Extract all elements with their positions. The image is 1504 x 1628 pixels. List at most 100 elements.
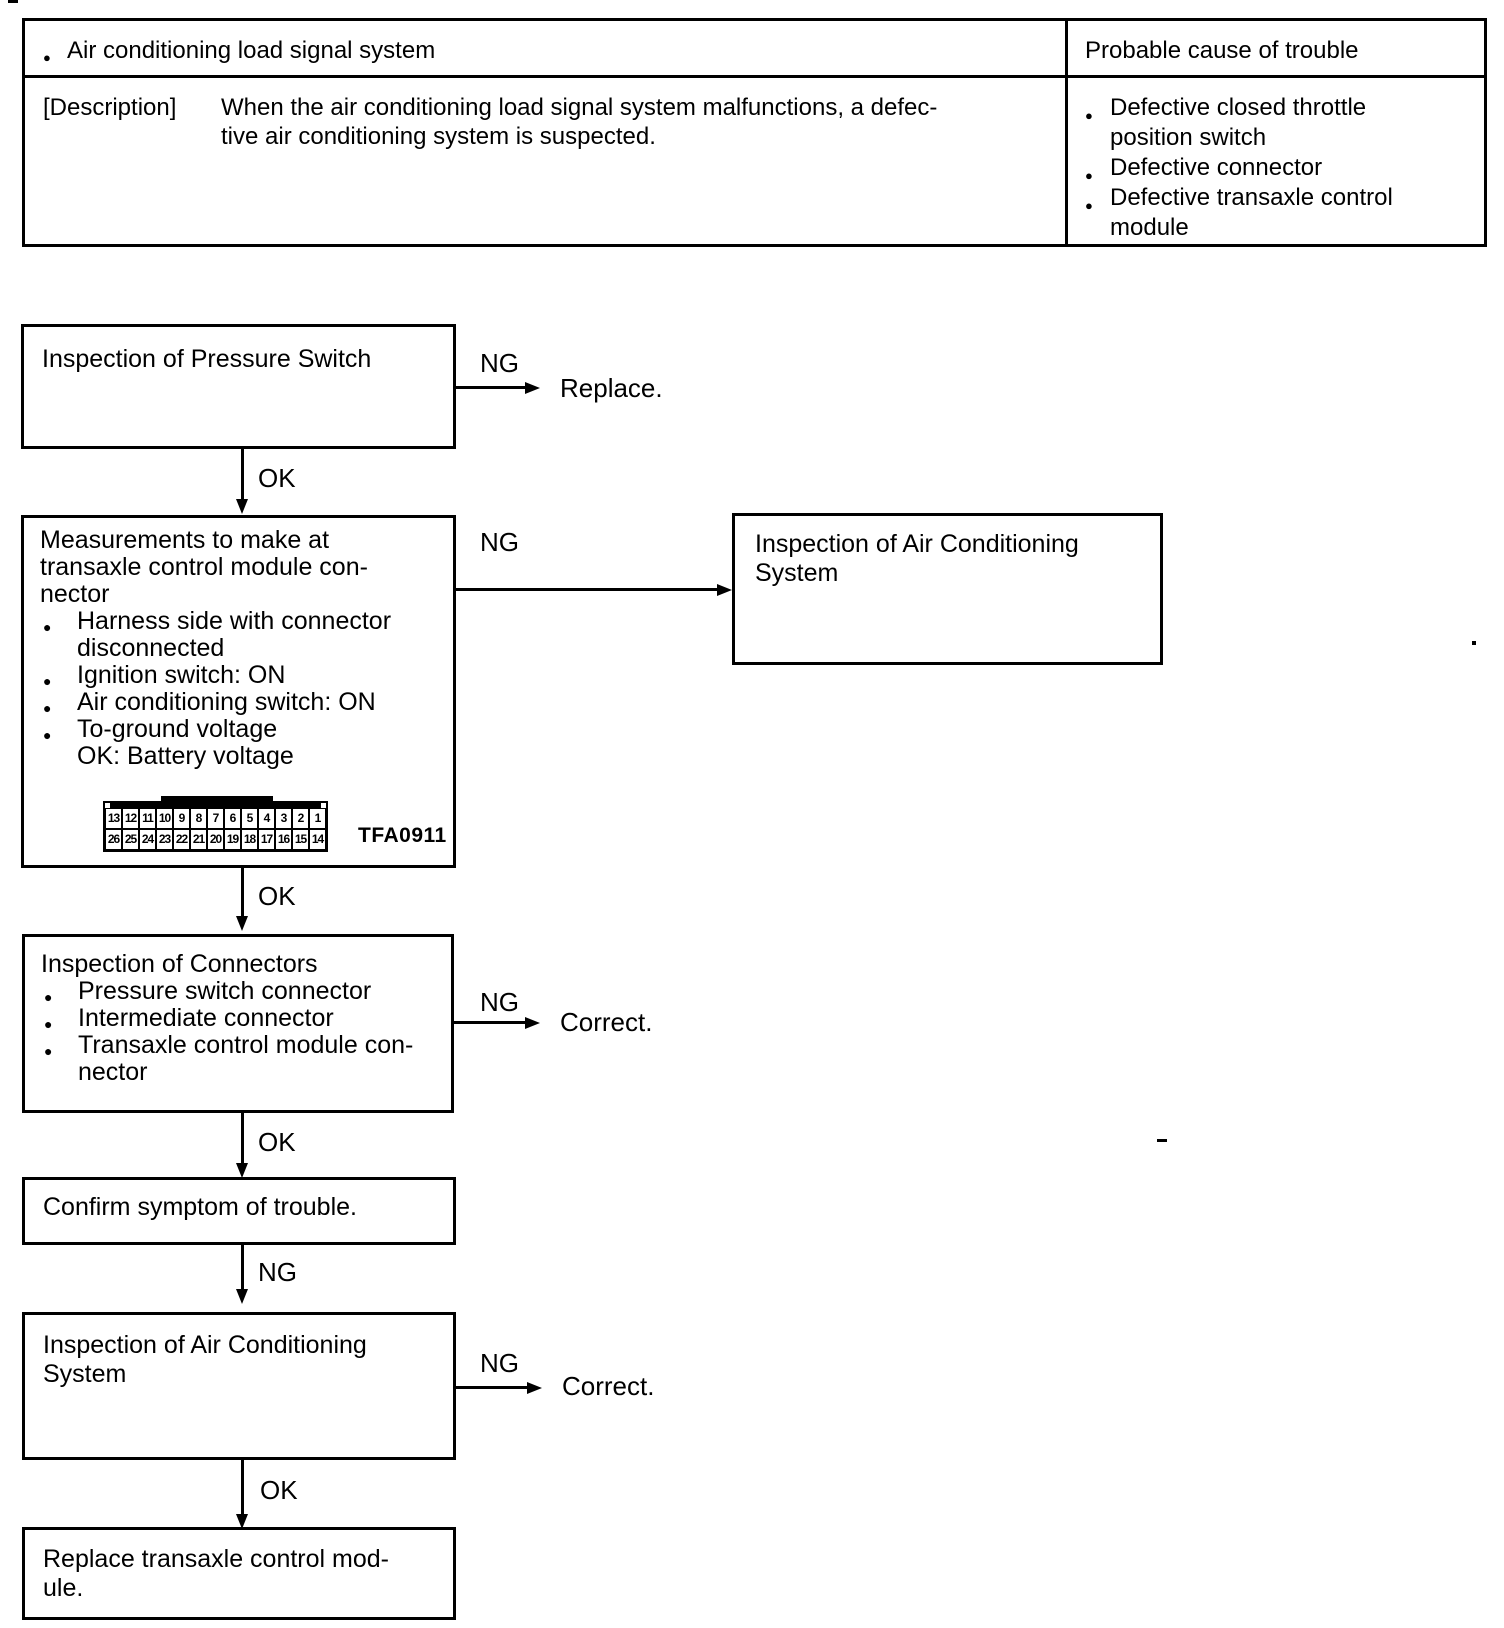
flow-box-text: Inspection of Air Conditioning System	[43, 1331, 367, 1388]
connector-pin: 14	[310, 830, 325, 849]
connector-check-item: Intermediate connector	[41, 1005, 441, 1039]
flow-box-text: Inspection of Air Conditioning System	[755, 530, 1079, 587]
probable-cause-list: Defective closed throttle position switc…	[1085, 93, 1475, 243]
description-label: [Description]	[43, 94, 177, 121]
flow-box-text: Confirm symptom of trouble.	[43, 1193, 357, 1221]
scan-artifact	[8, 0, 18, 3]
connector-pin: 26	[106, 830, 121, 849]
measurement-condition-item: Harness side with connector disconnected	[40, 608, 439, 662]
flow-box-inspect-pressure-switch: Inspection of Pressure Switch	[21, 324, 456, 449]
measurement-condition-item: Ignition switch: ON	[40, 662, 439, 696]
edge-label-ok: OK	[258, 463, 296, 493]
connector-pin: 3	[276, 809, 291, 828]
arrowhead-down-icon	[236, 1514, 248, 1529]
connector-pin: 2	[293, 809, 308, 828]
connector-pin: 19	[225, 830, 240, 849]
connector-pin: 9	[174, 809, 189, 828]
connector-notch	[105, 803, 110, 808]
connector-check-item: Transaxle control module con- nector	[41, 1032, 441, 1086]
connector-pin: 11	[140, 809, 155, 828]
connector-pin: 7	[208, 809, 223, 828]
connector-pin: 1	[310, 809, 325, 828]
table-column-divider	[1065, 21, 1068, 244]
edge-label-ng: NG	[480, 527, 519, 557]
arrow-line	[454, 1021, 526, 1024]
edge-label-ng: NG	[480, 1348, 519, 1378]
connector-pin: 16	[276, 830, 291, 849]
flow-box-replace-tcm: Replace transaxle control mod- ule.	[22, 1527, 456, 1620]
connector-pin: 24	[140, 830, 155, 849]
connector-pin: 6	[225, 809, 240, 828]
arrowhead-right-icon	[527, 1382, 542, 1394]
connector-pin: 17	[259, 830, 274, 849]
connector-check-list: Pressure switch connectorIntermediate co…	[41, 978, 441, 1086]
probable-cause-item: Defective closed throttle position switc…	[1085, 93, 1475, 153]
arrow-line	[241, 868, 244, 918]
arrow-line	[456, 1386, 528, 1389]
arrowhead-right-icon	[525, 382, 540, 394]
flow-box-title: Inspection of Connectors	[41, 950, 318, 978]
arrow-line	[241, 1245, 244, 1291]
probable-cause-item: Defective connector	[1085, 153, 1475, 191]
connector-latch	[161, 796, 273, 803]
connector-pin: 12	[123, 809, 138, 828]
connector-pin: 8	[191, 809, 206, 828]
arrowhead-down-icon	[236, 1163, 248, 1178]
connector-pin: 23	[157, 830, 172, 849]
arrow-line	[241, 1460, 244, 1516]
measurement-condition-item: To-ground voltage OK: Battery voltage	[40, 716, 439, 770]
arrowhead-down-icon	[236, 916, 248, 931]
measurement-condition-item: Air conditioning switch: ON	[40, 689, 439, 723]
figure-code: TFA0911	[358, 824, 447, 847]
connector-pin: 15	[293, 830, 308, 849]
flow-box-inspect-ac-system-ng-branch: Inspection of Air Conditioning System	[732, 513, 1163, 665]
flow-box-text: Replace transaxle control mod- ule.	[43, 1545, 389, 1602]
arrow-line	[241, 449, 244, 501]
summary-table: Air conditioning load signal system Prob…	[22, 18, 1487, 247]
connector-pin: 21	[191, 830, 206, 849]
flow-box-inspect-connectors: Inspection of Connectors Pressure switch…	[22, 934, 454, 1113]
edge-label-ok: OK	[258, 881, 296, 911]
connector-pin: 22	[174, 830, 189, 849]
connector-pin: 10	[157, 809, 172, 828]
table-header-divider	[25, 75, 1484, 78]
connector-pin: 4	[259, 809, 274, 828]
flow-box-confirm-symptom: Confirm symptom of trouble.	[22, 1177, 456, 1245]
description-text: When the air conditioning load signal sy…	[221, 94, 938, 150]
flow-box-text: Inspection of Pressure Switch	[42, 345, 372, 373]
connector-pin: 13	[106, 809, 121, 828]
connector-pin: 20	[208, 830, 223, 849]
connector-pin: 25	[123, 830, 138, 849]
result-correct: Correct.	[562, 1371, 655, 1401]
arrow-line	[241, 1113, 244, 1165]
arrowhead-right-icon	[717, 584, 732, 596]
result-replace: Replace.	[560, 373, 663, 403]
flow-box-measurements: Measurements to make at transaxle contro…	[21, 515, 456, 868]
flow-box-title: Measurements to make at transaxle contro…	[40, 526, 368, 608]
arrow-line	[454, 386, 526, 389]
arrow-line	[454, 588, 718, 591]
system-name-header: Air conditioning load signal system	[43, 36, 435, 72]
edge-label-ok: OK	[260, 1475, 298, 1505]
arrowhead-down-icon	[236, 499, 248, 514]
scan-artifact	[1157, 1139, 1167, 1142]
edge-label-ng: NG	[480, 987, 519, 1017]
connector-pin: 18	[242, 830, 257, 849]
edge-label-ng: NG	[258, 1257, 297, 1287]
connector-check-item: Pressure switch connector	[41, 978, 441, 1012]
arrowhead-down-icon	[236, 1289, 248, 1304]
connector-notch	[321, 803, 326, 808]
connector-pin: 5	[242, 809, 257, 828]
edge-label-ng: NG	[480, 348, 519, 378]
measurement-condition-list: Harness side with connector disconnected…	[40, 608, 439, 770]
arrowhead-right-icon	[525, 1017, 540, 1029]
scan-artifact	[1472, 641, 1476, 645]
probable-cause-header: Probable cause of trouble	[1085, 37, 1359, 64]
probable-cause-item: Defective transaxle control module	[1085, 183, 1475, 243]
result-correct: Correct.	[560, 1007, 653, 1037]
flow-box-inspect-ac-system: Inspection of Air Conditioning System	[22, 1312, 456, 1460]
